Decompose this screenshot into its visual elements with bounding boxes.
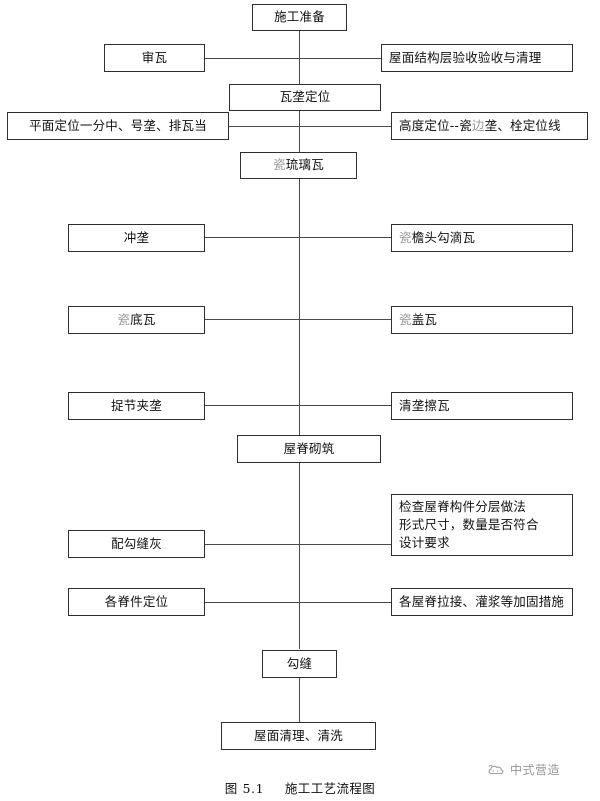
connector-vertical-spine-8 bbox=[299, 678, 300, 722]
node-配勾缝灰[interactable]: 配勾缝灰 bbox=[68, 530, 205, 558]
node-瓷底瓦[interactable]: 瓷底瓦 bbox=[68, 306, 205, 334]
connector-vertical-spine-7 bbox=[299, 463, 300, 649]
connector-branch-冲垄-檐头勾滴瓦 bbox=[205, 237, 391, 238]
node-瓷琉璃瓦[interactable]: 瓷琉璃瓦 bbox=[240, 152, 357, 179]
node-label: 捉节夹垄 bbox=[111, 397, 162, 413]
connector-vertical-spine-4 bbox=[299, 126, 300, 153]
node-冲垄[interactable]: 冲垄 bbox=[68, 224, 205, 252]
node-label: 各屋脊拉接、灌浆等加固措施 bbox=[399, 593, 565, 609]
node-瓷檐头勾滴瓦[interactable]: 瓷檐头勾滴瓦 bbox=[391, 224, 573, 252]
connector-branch-配勾缝灰-检查屋脊 bbox=[205, 544, 391, 545]
node-label: 瓷檐头勾滴瓦 bbox=[399, 229, 476, 245]
node-label: 配勾缝灰 bbox=[111, 535, 162, 551]
faint-glyph: 瓷 bbox=[273, 157, 286, 173]
node-label: 平面定位一分中、号垄、排瓦当 bbox=[29, 117, 207, 133]
faint-glyph: 瓷 bbox=[399, 311, 412, 327]
figure-number: 图 5.1 bbox=[224, 781, 265, 796]
node-各脊件定位[interactable]: 各脊件定位 bbox=[68, 588, 205, 616]
connector-branch-底瓦-盖瓦 bbox=[205, 319, 391, 320]
node-屋面结构层验收验收与清理[interactable]: 屋面结构层验收验收与清理 bbox=[381, 44, 573, 72]
node-label: 瓷底瓦 bbox=[117, 311, 156, 327]
node-label: 瓷盖瓦 bbox=[399, 311, 438, 327]
faint-glyph: 瓷 bbox=[399, 229, 412, 245]
node-label: 冲垄 bbox=[123, 229, 150, 245]
connector-vertical-spine-2 bbox=[299, 58, 300, 85]
node-label: 清垄擦瓦 bbox=[399, 397, 450, 413]
node-瓷盖瓦[interactable]: 瓷盖瓦 bbox=[391, 306, 573, 334]
node-label: 屋面清理、清洗 bbox=[254, 727, 343, 743]
node-label: 瓦垄定位 bbox=[279, 89, 331, 105]
watermark: 中式营造 bbox=[487, 761, 560, 778]
connector-branch-各脊件定位-加固措施 bbox=[205, 602, 391, 603]
connector-vertical-spine-6 bbox=[299, 411, 300, 435]
connector-branch-平面定位-高度定位 bbox=[229, 126, 391, 127]
node-label: 屋脊砌筑 bbox=[283, 440, 335, 456]
figure-title: 施工工艺流程图 bbox=[284, 781, 376, 796]
connector-vertical-spine-5 bbox=[299, 179, 300, 411]
connector-vertical-spine-1 bbox=[299, 30, 300, 58]
node-审瓦[interactable]: 审瓦 bbox=[104, 44, 205, 72]
node-勾缝[interactable]: 勾缝 bbox=[262, 650, 337, 678]
node-label: 施工准备 bbox=[274, 9, 325, 25]
node-捉节夹垄[interactable]: 捉节夹垄 bbox=[68, 392, 205, 420]
node-瓦垄定位[interactable]: 瓦垄定位 bbox=[229, 84, 381, 111]
node-label: 各脊件定位 bbox=[104, 593, 169, 609]
node-label: 屋面结构层验收验收与清理 bbox=[389, 49, 542, 65]
connector-vertical-spine-3 bbox=[299, 111, 300, 126]
watermark-text: 中式营造 bbox=[510, 763, 561, 777]
node-施工准备[interactable]: 施工准备 bbox=[252, 4, 347, 31]
faint-glyph: 边 bbox=[471, 117, 485, 133]
connector-branch-审瓦-屋面结构层 bbox=[205, 58, 381, 59]
node-清垄擦瓦[interactable]: 清垄擦瓦 bbox=[391, 392, 573, 420]
node-label: 瓷琉璃瓦 bbox=[273, 157, 324, 173]
node-各屋脊拉接灌浆[interactable]: 各屋脊拉接、灌浆等加固措施 bbox=[391, 588, 573, 616]
node-屋脊砌筑[interactable]: 屋脊砌筑 bbox=[237, 435, 381, 463]
figure-caption: 图 5.1 施工工艺流程图 bbox=[0, 778, 600, 797]
node-label: 检查屋脊构件分层做法 形式尺寸，数量是否符合 设计要求 bbox=[399, 498, 539, 551]
node-label: 勾缝 bbox=[286, 655, 313, 671]
faint-glyph: 瓷 bbox=[117, 311, 131, 327]
node-检查屋脊构件[interactable]: 检查屋脊构件分层做法 形式尺寸，数量是否符合 设计要求 bbox=[391, 494, 573, 556]
node-高度定位[interactable]: 高度定位--瓷边垄、栓定位线 bbox=[391, 112, 588, 140]
node-label: 审瓦 bbox=[141, 49, 168, 65]
node-平面定位[interactable]: 平面定位一分中、号垄、排瓦当 bbox=[7, 112, 229, 140]
cloud-swirl-icon bbox=[487, 762, 505, 778]
connector-branch-捉节夹垄-清垄擦瓦 bbox=[205, 405, 391, 406]
node-屋面清理清洗[interactable]: 屋面清理、清洗 bbox=[221, 722, 376, 750]
node-label: 高度定位--瓷边垄、栓定位线 bbox=[399, 117, 561, 133]
